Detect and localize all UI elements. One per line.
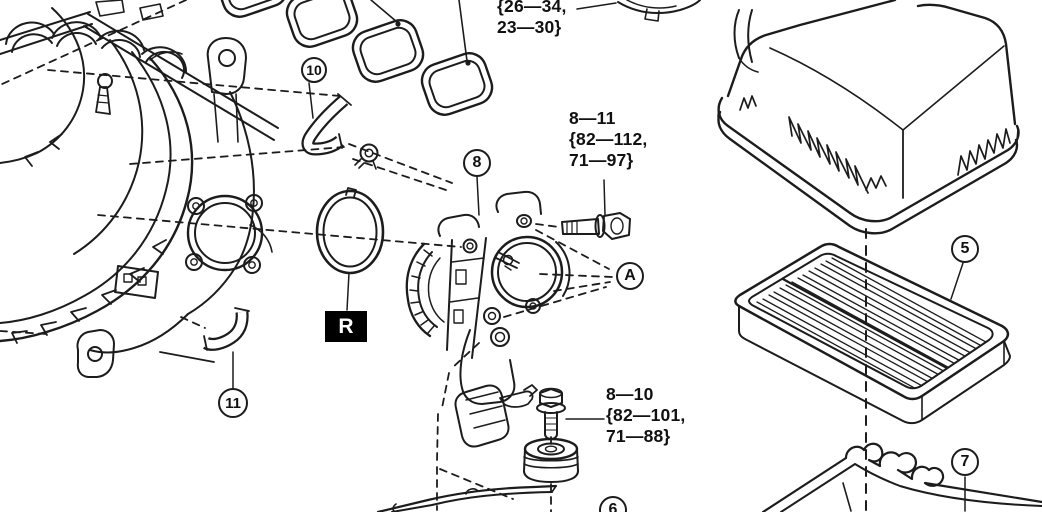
torque-line: {82—112,: [569, 129, 648, 149]
callout-8-label: 8: [472, 154, 482, 171]
torque-line: {82—101,: [606, 405, 686, 425]
callout-11[interactable]: 11: [218, 388, 248, 418]
air-filter-drawing: [734, 242, 1011, 425]
gasket-rings: [215, 0, 617, 116]
throttle-upper-bolt-drawing: [561, 179, 631, 240]
torque-line: 8—10: [606, 384, 654, 404]
leader-line: [458, 0, 468, 62]
rubber-mount-drawing: [523, 437, 579, 483]
hose-10-drawing: [301, 82, 379, 170]
leader-line: [950, 262, 964, 300]
leader-line: [346, 272, 350, 311]
callout-5[interactable]: 5: [951, 235, 979, 263]
torque-line: 71—97}: [569, 150, 634, 170]
torque-line: 8—11: [569, 108, 616, 128]
ref-a-label: A: [624, 267, 636, 284]
torque-line: 71—88}: [606, 426, 671, 446]
ref-bubble-a[interactable]: A: [616, 262, 644, 290]
callout-8[interactable]: 8: [463, 149, 491, 177]
leader-line: [308, 82, 314, 119]
throttle-body-drawing: [405, 176, 571, 448]
ref-box-r: R: [325, 311, 367, 342]
callout-7[interactable]: 7: [951, 448, 979, 476]
intake-duct-drawing: [376, 484, 558, 512]
leader-line: [576, 2, 617, 10]
leader-line: [603, 179, 606, 216]
lower-housing-drawing: [761, 442, 1042, 512]
throttle-lower-bolt-drawing: [536, 387, 605, 440]
hose-11-drawing: [203, 307, 250, 389]
ref-r-label: R: [338, 314, 354, 338]
callout-11-label: 11: [225, 394, 241, 412]
torque-note-manifold: {26—34, 23—30}: [497, 0, 567, 38]
torque-note-throttle-lower: 8—10 {82—101, 71—88}: [606, 384, 685, 447]
dashed-guide-lines: [0, 0, 867, 512]
torque-note-throttle-upper: 8—11 {82—112, 71—97}: [569, 108, 647, 171]
air-cleaner-cover-drawing: [617, 0, 1020, 235]
leader-line: [476, 176, 480, 216]
callout-7-label: 7: [960, 453, 970, 470]
callout-6[interactable]: 6: [599, 496, 627, 512]
intake-manifold-drawing: [0, 0, 279, 378]
throttle-oring-drawing: [315, 187, 385, 311]
torque-line: 23—30}: [497, 17, 562, 37]
leader-line: [370, 0, 398, 23]
callout-6-label: 6: [608, 501, 618, 512]
callout-10[interactable]: 10: [301, 57, 327, 83]
callout-10-label: 10: [306, 62, 322, 78]
callout-5-label: 5: [960, 240, 970, 257]
torque-line: {26—34,: [497, 0, 567, 16]
